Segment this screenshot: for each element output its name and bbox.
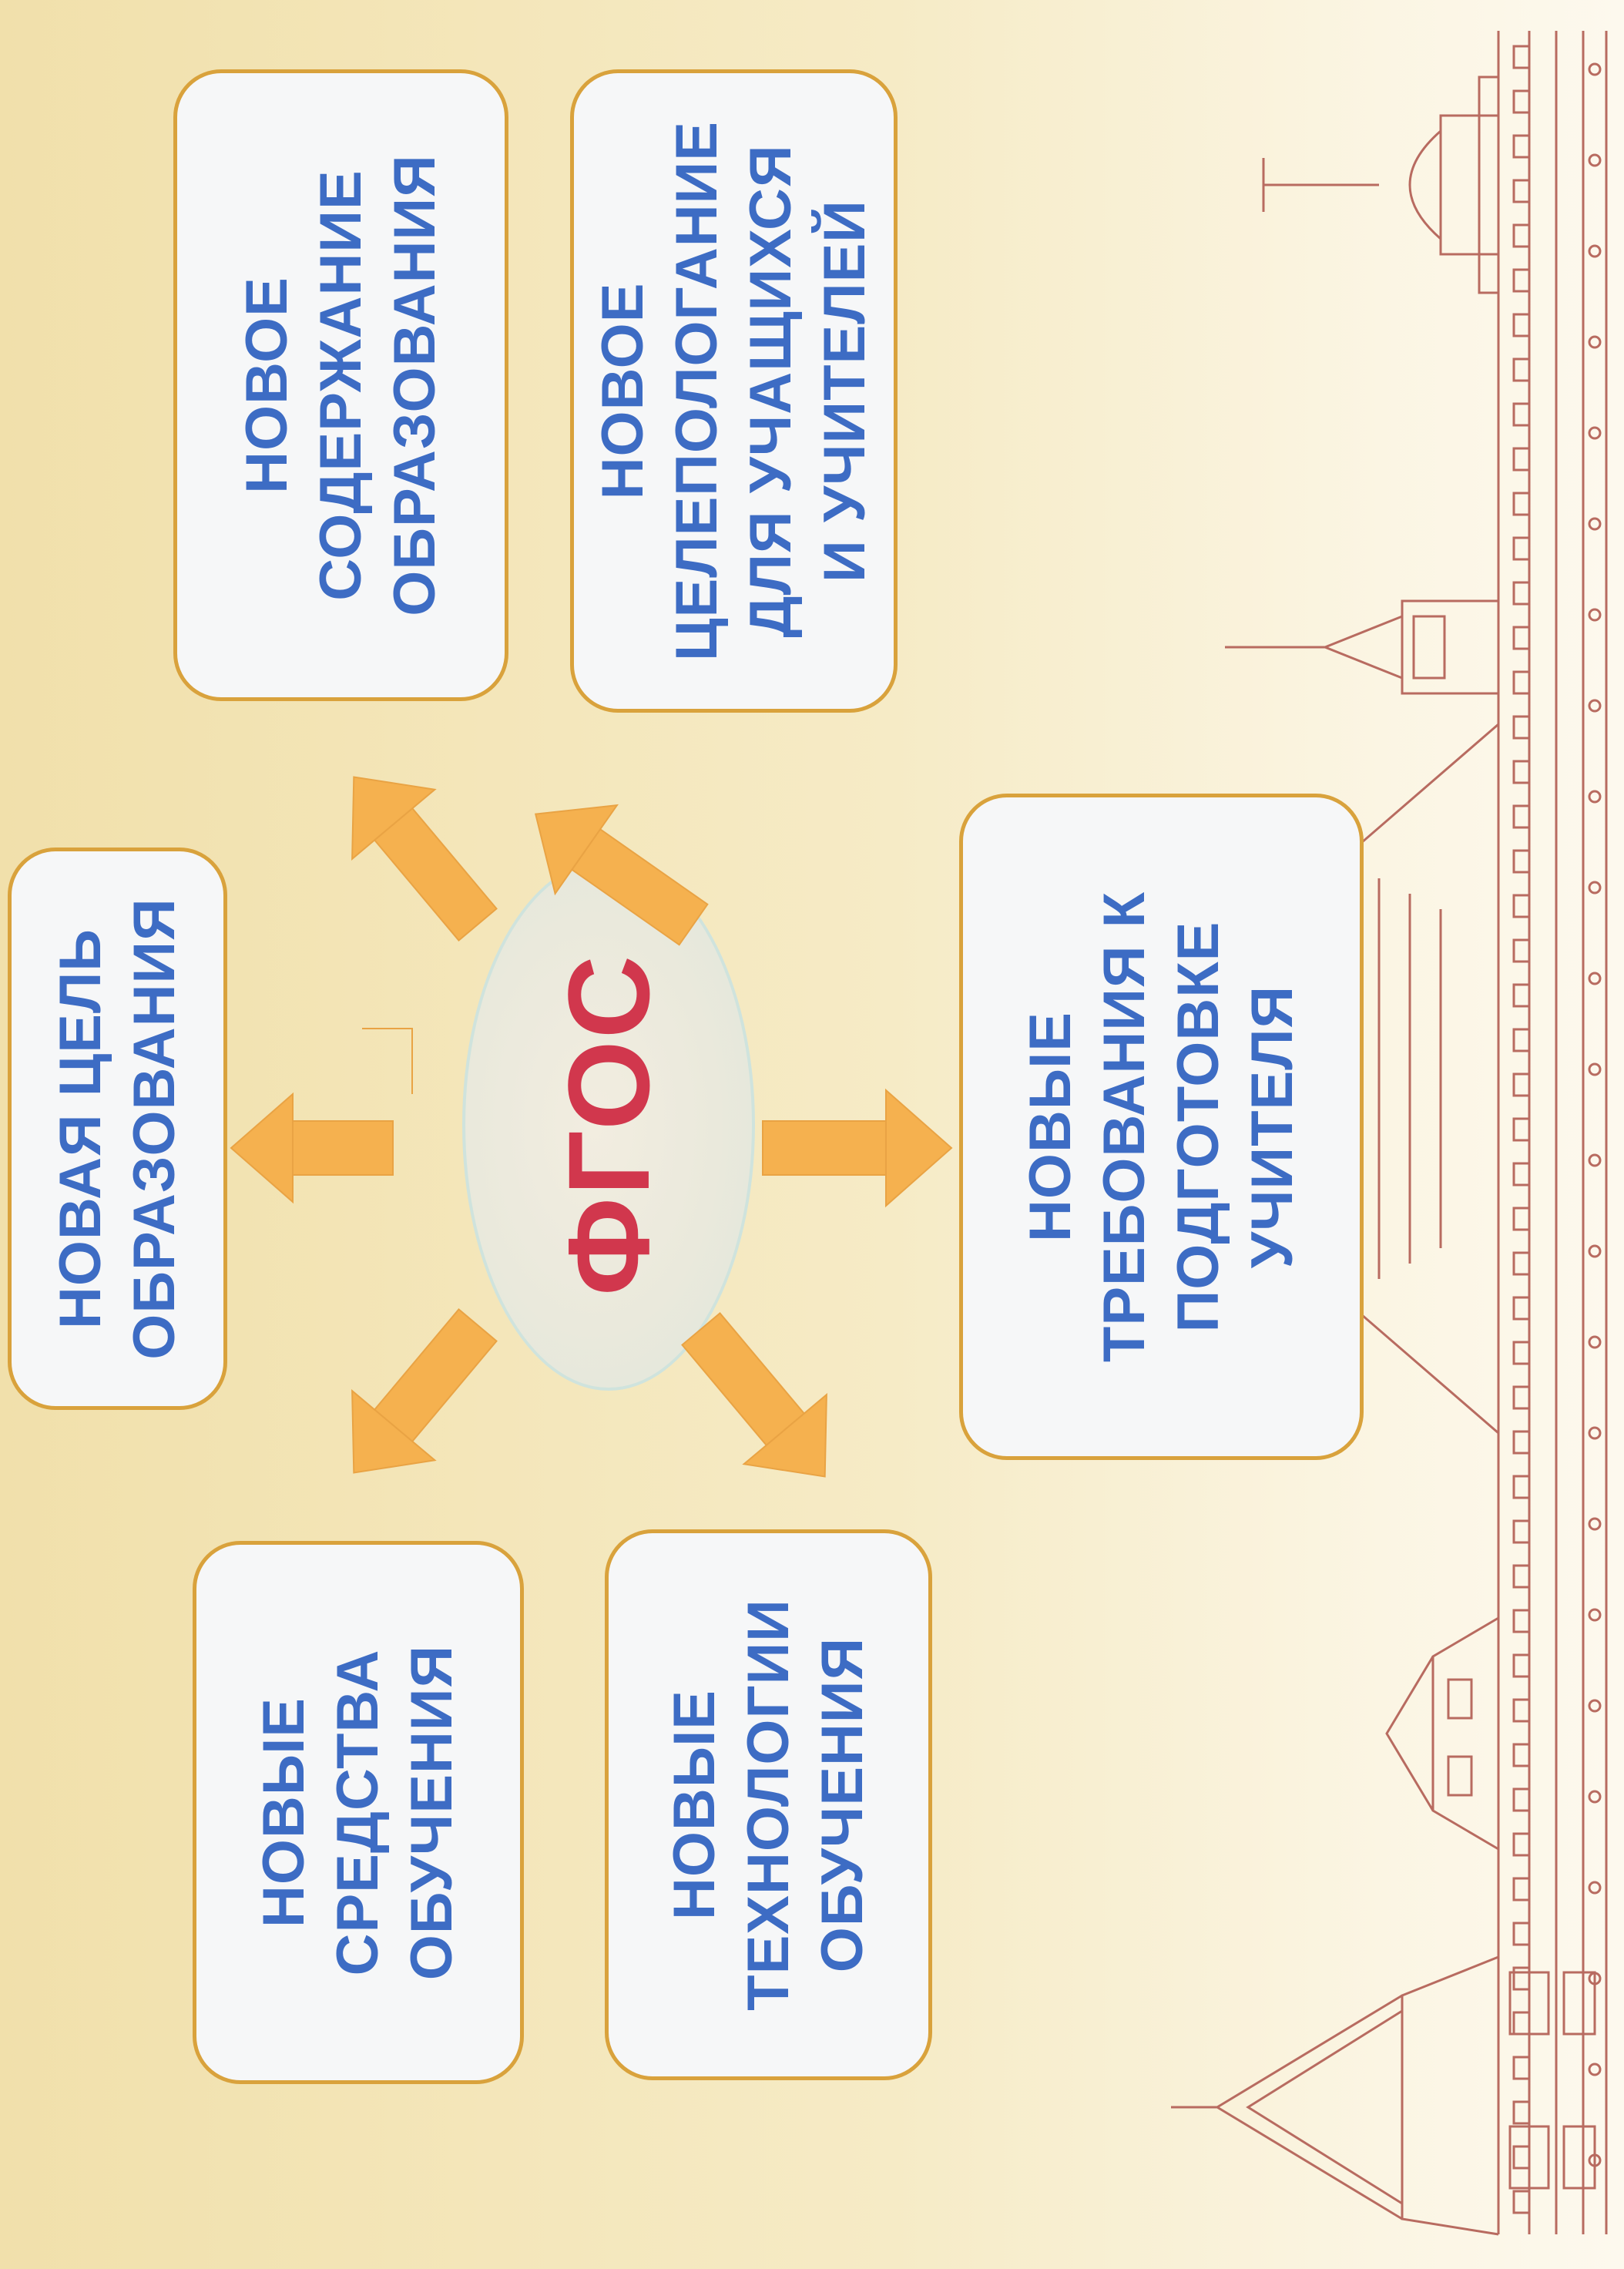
wall-window [1588,699,1602,713]
arrow-to-tools [351,1308,498,1474]
wall-window [1588,1426,1602,1440]
wall-merlon [1512,1028,1529,1052]
wall-window [1588,517,1602,531]
wall-merlon [1512,760,1529,784]
wall-merlon [1512,2056,1529,2080]
wall-merlon [1512,715,1529,740]
wall-merlon [1512,983,1529,1008]
wall-window [1588,335,1602,349]
arrow-to-technologies [681,1312,827,1478]
wall-merlon [1512,1832,1529,1857]
wall-merlon [1512,134,1529,159]
wall-merlon [1512,402,1529,427]
wall-merlon [1512,1922,1529,1946]
wall-merlon [1512,581,1529,606]
wall-merlon [1512,1207,1529,1231]
arrow-to-goal-head [230,1092,294,1204]
wall-window [1588,2063,1602,2076]
wall-merlon [1512,313,1529,337]
wall-window [1588,1517,1602,1531]
wall-window [1588,972,1602,985]
wall-merlon [1512,670,1529,695]
arrow-to-goal [362,1028,413,1094]
wall-window [1588,881,1602,895]
wall-merlon [1512,179,1529,203]
wall-merlon [1512,804,1529,829]
wall-merlon [1512,89,1529,114]
wall-merlon [1512,1564,1529,1589]
wall-window [1588,1153,1602,1167]
wall-merlon [1512,45,1529,69]
wall-window [1588,790,1602,804]
wall-merlon [1512,1877,1529,1901]
wall-window [1588,1881,1602,1895]
wall-window [1588,1790,1602,1804]
wall-merlon [1512,1475,1529,1499]
arrow-to-requirements-head [885,1088,953,1208]
wall-merlon [1512,2190,1529,2214]
wall-merlon [1512,1430,1529,1455]
wall-merlon [1512,492,1529,516]
wall-window [1588,62,1602,76]
wall-merlon [1512,1341,1529,1365]
wall-merlon [1512,1385,1529,1410]
wall-window [1588,1608,1602,1622]
wall-merlon [1512,1609,1529,1633]
wall-merlon [1512,1653,1529,1678]
wall-window [1588,153,1602,167]
wall-window [1588,1335,1602,1349]
wall-merlon [1512,536,1529,561]
wall-merlon [1512,1966,1529,1991]
wall-merlon [1512,1519,1529,1544]
arrow-to-goalsetting [534,804,709,946]
wall-merlon [1512,1117,1529,1142]
wall-merlon [1512,1787,1529,1812]
wall-window [1588,1244,1602,1258]
wall-window [1588,608,1602,622]
wall-merlon [1512,1698,1529,1723]
wall-window [1588,1062,1602,1076]
wall-window [1588,1699,1602,1713]
wall-merlon [1512,894,1529,918]
wall-window [1588,244,1602,258]
wall-merlon [1512,626,1529,650]
wall-merlon [1512,849,1529,874]
wall-merlon [1512,1743,1529,1767]
wall-merlon [1512,938,1529,963]
wall-merlon [1512,2145,1529,2170]
wall-merlon [1512,1296,1529,1321]
arrow-to-content [351,776,498,942]
wall-merlon [1512,1162,1529,1187]
wall-merlon [1512,357,1529,382]
wall-window [1588,426,1602,440]
wall-merlon [1512,223,1529,248]
wall-merlon [1512,1072,1529,1097]
wall-merlon [1512,1251,1529,1276]
wall-merlon [1512,2100,1529,2125]
wall-merlon [1512,447,1529,472]
wall-merlon [1512,268,1529,293]
